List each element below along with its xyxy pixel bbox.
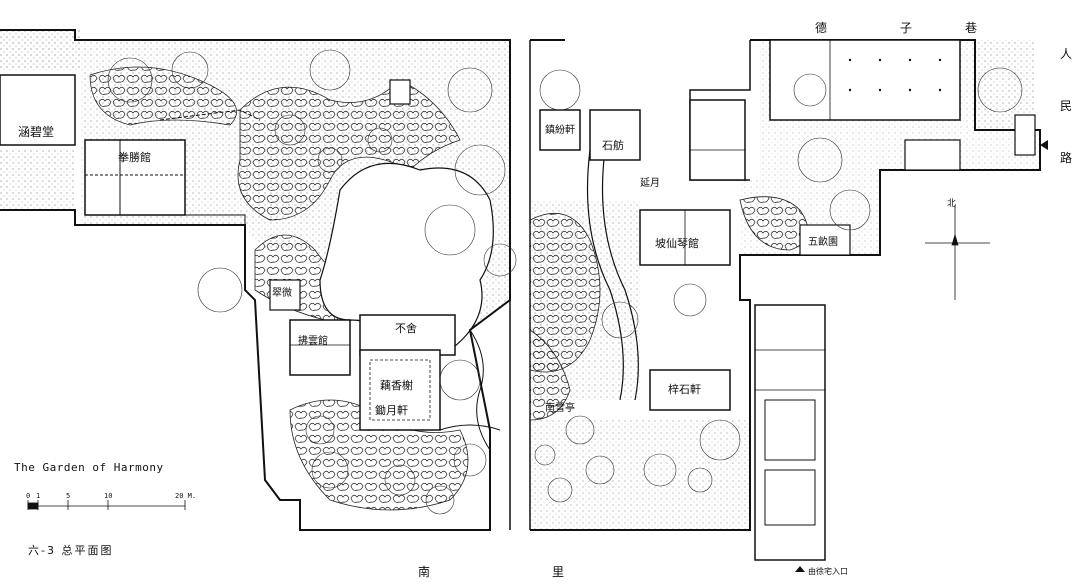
vegetation-area [0, 150, 75, 210]
street-right-char-3: 路 [1060, 151, 1073, 165]
label-hall-mid-c: 鋤月軒 [375, 404, 408, 417]
building [689, 99, 746, 181]
garden-wall [530, 39, 1041, 531]
label-hall-mid-a: 拂雲館 [298, 336, 328, 347]
label-hall-left: 涵碧堂 [18, 125, 55, 139]
map-title: The Garden of Harmony [14, 461, 164, 474]
street-bottom-mid: 里 [552, 565, 565, 579]
scale-end-label: 20 M. [175, 492, 197, 500]
north-arrow-icon [925, 205, 990, 300]
building [84, 139, 186, 216]
building [799, 224, 851, 256]
label-studio-right-2: 石舫 [602, 139, 624, 152]
label-hall-right-main: 坡仙琴館 [655, 237, 699, 250]
vegetation-area [530, 420, 750, 530]
street-right-char-1: 人 [1060, 47, 1073, 61]
figure-caption: 六-3 总平面图 [28, 544, 114, 557]
scale-tick-10: 10 [104, 492, 113, 500]
building [649, 369, 731, 411]
north-label: 北 [947, 199, 957, 209]
label-pavilion-center: 翠微 [272, 288, 292, 299]
building [904, 139, 961, 171]
building [0, 74, 76, 146]
street-right-char-2: 民 [1060, 99, 1073, 113]
label-pavilion-left: 拳勝館 [118, 151, 151, 164]
building [589, 109, 641, 161]
rockery [529, 329, 571, 421]
label-hall-mid-top: 不舍 [395, 322, 417, 335]
scale-tick-0: 0 [26, 492, 31, 500]
street-top-char-2: 子 [900, 21, 913, 35]
tree-canopies [534, 67, 1023, 503]
tree-canopies [107, 49, 517, 515]
label-studio-right-1: 鎮紛軒 [545, 125, 575, 136]
building [269, 279, 301, 311]
residence-wing [754, 304, 826, 561]
pond [319, 162, 494, 359]
garden-wall [0, 29, 511, 531]
street-top-char-1: 德 [815, 21, 828, 35]
right-sheet [529, 39, 1048, 572]
label-gate-right: 南雪亭 [545, 403, 575, 414]
street-top-char-3: 巷 [965, 21, 978, 35]
vegetation-area [0, 30, 80, 70]
scale-bar [27, 500, 186, 510]
building [769, 39, 961, 121]
building [359, 349, 441, 431]
building [359, 314, 456, 356]
entrance-label: 由徐宅入口 [808, 567, 848, 576]
scale-tick-5: 5 [66, 492, 71, 500]
street-bottom-left: 南 [418, 565, 431, 579]
rockery [89, 66, 237, 126]
stream [586, 149, 624, 401]
label-hall-right-east: 五畝園 [808, 237, 838, 248]
label-hall-mid-b: 藕香榭 [380, 379, 413, 392]
scale-tick-1: 1 [36, 492, 41, 500]
building [389, 79, 411, 105]
left-sheet [0, 29, 517, 531]
rockery [237, 79, 461, 221]
building [289, 319, 351, 376]
building [539, 109, 581, 151]
label-hall-right-lower: 梓石軒 [668, 383, 701, 396]
entrance-arrow-icon [795, 566, 805, 572]
building [1014, 114, 1036, 156]
label-pavilion-right-small: 延月 [640, 178, 660, 189]
entrance-arrow-icon [1040, 140, 1048, 150]
